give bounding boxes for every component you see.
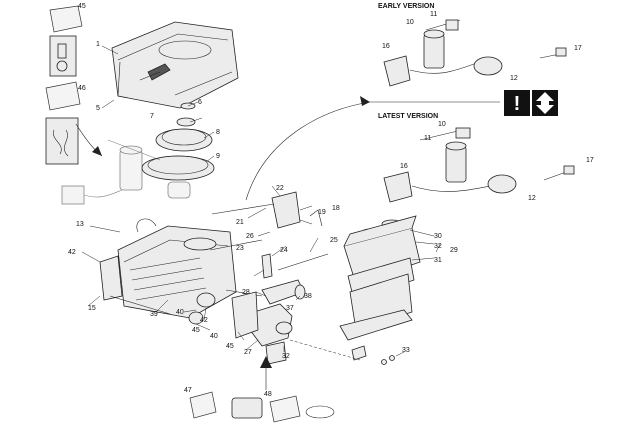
- callout-34: 37: [286, 305, 294, 312]
- air-filter-assembly: [339, 215, 421, 365]
- callout-6: 6: [198, 99, 202, 106]
- callout-42: 42: [68, 249, 76, 256]
- callout-13: 13: [76, 221, 84, 228]
- latest-version-title: LATEST VERSION: [378, 113, 438, 120]
- engine-shroud: [111, 21, 239, 109]
- ignition-coil-left: [61, 139, 191, 205]
- callout-10-latest: 10: [438, 121, 446, 128]
- callout-17-early: 17: [574, 45, 582, 52]
- callout-25: 26: [246, 233, 254, 240]
- callout-33: 33: [402, 347, 410, 354]
- callout-39-b: 45: [226, 343, 234, 350]
- latest-version-parts: [383, 127, 575, 203]
- callout-12-early: 12: [510, 75, 518, 82]
- leader-lines: [81, 45, 441, 357]
- callout-40: 40: [210, 333, 218, 340]
- callout-30: 31: [434, 257, 442, 264]
- warning-box: !: [504, 90, 558, 116]
- kit-bags-bottom: [189, 391, 335, 423]
- warning-glyph: !: [514, 93, 521, 115]
- callout-9: 9: [216, 153, 220, 160]
- callout-5: 5: [96, 105, 100, 112]
- callout-20: 21: [236, 219, 244, 226]
- callout-47: 47: [184, 387, 192, 394]
- callout-23: 24: [280, 247, 288, 254]
- callout-29: 30: [434, 233, 442, 240]
- callout-46: 46: [78, 85, 86, 92]
- callout-39-a: 45: [192, 327, 200, 334]
- callout-26: 27: [244, 349, 252, 356]
- callout-28: 29: [450, 247, 458, 254]
- callout-38: 42: [200, 317, 208, 324]
- callout-12-latest: 12: [528, 195, 536, 202]
- callout-8: 8: [216, 129, 220, 136]
- callout-10-early: 10: [406, 19, 414, 26]
- callout-1: 1: [96, 41, 100, 48]
- callout-11-latest: 11: [424, 135, 431, 142]
- kit-bag-45: [49, 5, 83, 77]
- kit-bag-46: [45, 81, 81, 165]
- callout-31: 32: [434, 243, 442, 250]
- callout-27: 28: [242, 289, 250, 296]
- callout-48: 48: [264, 391, 272, 398]
- callout-45: 45: [78, 3, 86, 10]
- early-version-title: EARLY VERSION: [378, 3, 434, 10]
- callout-19: 19: [318, 209, 326, 216]
- callout-7: 7: [150, 113, 154, 120]
- callout-24: 25: [330, 237, 338, 244]
- callout-21: 22: [276, 185, 284, 192]
- callout-36: 39: [150, 311, 158, 318]
- early-version-parts: [383, 19, 567, 87]
- callout-22: 23: [236, 245, 244, 252]
- callout-18: 18: [332, 205, 340, 212]
- callout-16-early: 16: [382, 43, 390, 50]
- callout-11-early: 11: [430, 11, 437, 18]
- callout-16-latest: 16: [400, 163, 408, 170]
- governor-bracket: [209, 191, 329, 297]
- callout-35: 38: [304, 293, 312, 300]
- flywheel-assembly: [141, 102, 215, 181]
- carburetor-assembly: [188, 279, 306, 365]
- callout-37: 40: [176, 309, 184, 316]
- callout-15: 15: [88, 305, 96, 312]
- engine-block: [99, 218, 237, 319]
- callout-17-latest: 17: [586, 157, 594, 164]
- callout-32: 32: [282, 353, 290, 360]
